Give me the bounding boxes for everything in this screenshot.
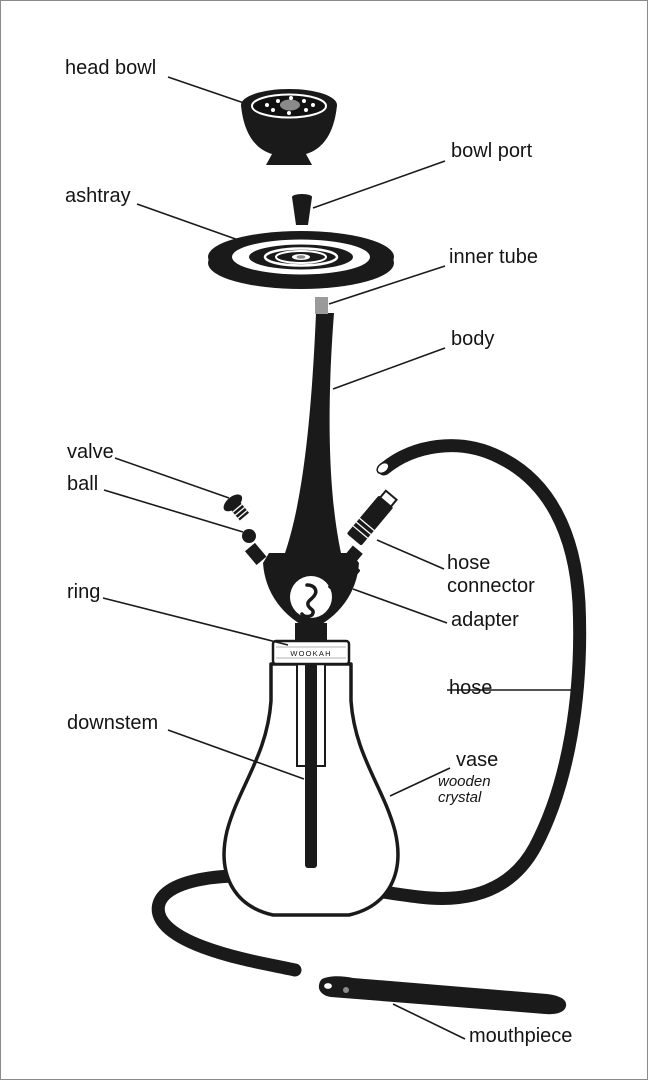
- downstem-shape: [305, 654, 317, 868]
- head-bowl-shape: [241, 105, 337, 165]
- label-valve: valve: [67, 441, 114, 463]
- leader-valve: [114, 457, 230, 499]
- label-adapter: adapter: [451, 609, 519, 631]
- mouthpiece-shape: [318, 976, 567, 1015]
- leader-inner-tube: [328, 265, 446, 305]
- bowl-port-top: [292, 194, 312, 200]
- base-logo-seahorse: [300, 583, 318, 619]
- leader-mouthpiece: [392, 1003, 466, 1040]
- bowl-port-shape: [292, 197, 312, 225]
- leader-hose-connector: [376, 539, 445, 570]
- mouthpiece-tip-opening: [322, 981, 334, 991]
- label-hose-connector: hose connector: [447, 552, 535, 597]
- inner-tube-shape: [315, 297, 328, 314]
- label-ashtray: ashtray: [65, 185, 131, 207]
- adapter-shape: [328, 561, 360, 596]
- label-inner-tube: inner tube: [449, 246, 538, 268]
- hose-connector-shape: [347, 489, 399, 545]
- leader-downstem: [167, 729, 305, 780]
- head-bowl-tobacco: [280, 99, 300, 111]
- hose-end-opening: [376, 461, 390, 475]
- head-bowl-holes: [265, 96, 315, 115]
- label-vase-material: wooden crystal: [438, 773, 491, 806]
- ball-shape: [242, 529, 256, 543]
- leader-ring: [102, 597, 289, 646]
- label-ball: ball: [67, 473, 99, 495]
- label-body: body: [451, 328, 495, 350]
- label-hose: hose: [449, 677, 493, 699]
- mouthpiece-logo-mark: [343, 987, 349, 993]
- ring-brand-text: WOOKAH: [290, 649, 331, 658]
- leader-ball: [103, 489, 244, 533]
- ashtray-groove-outer: [263, 247, 339, 267]
- body-column-shape: [285, 313, 341, 553]
- ashtray-center-dot: [296, 255, 306, 259]
- label-head-bowl: head bowl: [65, 57, 157, 79]
- valve-boss: [244, 542, 267, 565]
- leader-body: [332, 347, 446, 390]
- label-ring: ring: [67, 581, 101, 603]
- label-downstem: downstem: [67, 712, 159, 734]
- leader-lines: [102, 76, 571, 1040]
- leader-adapter: [352, 588, 448, 624]
- leader-vase: [389, 767, 451, 797]
- hose-shape: [151, 439, 587, 977]
- leader-head-bowl: [167, 76, 245, 104]
- ashtray-groove-inner: [275, 250, 327, 264]
- label-mouthpiece: mouthpiece: [469, 1025, 573, 1047]
- leader-bowl-port: [312, 160, 446, 209]
- valve-shape: [223, 494, 250, 521]
- ring-stem-connector: [295, 623, 327, 643]
- leader-ashtray: [136, 203, 245, 243]
- label-vase: vase: [456, 749, 499, 771]
- label-bowl-port: bowl port: [451, 140, 533, 162]
